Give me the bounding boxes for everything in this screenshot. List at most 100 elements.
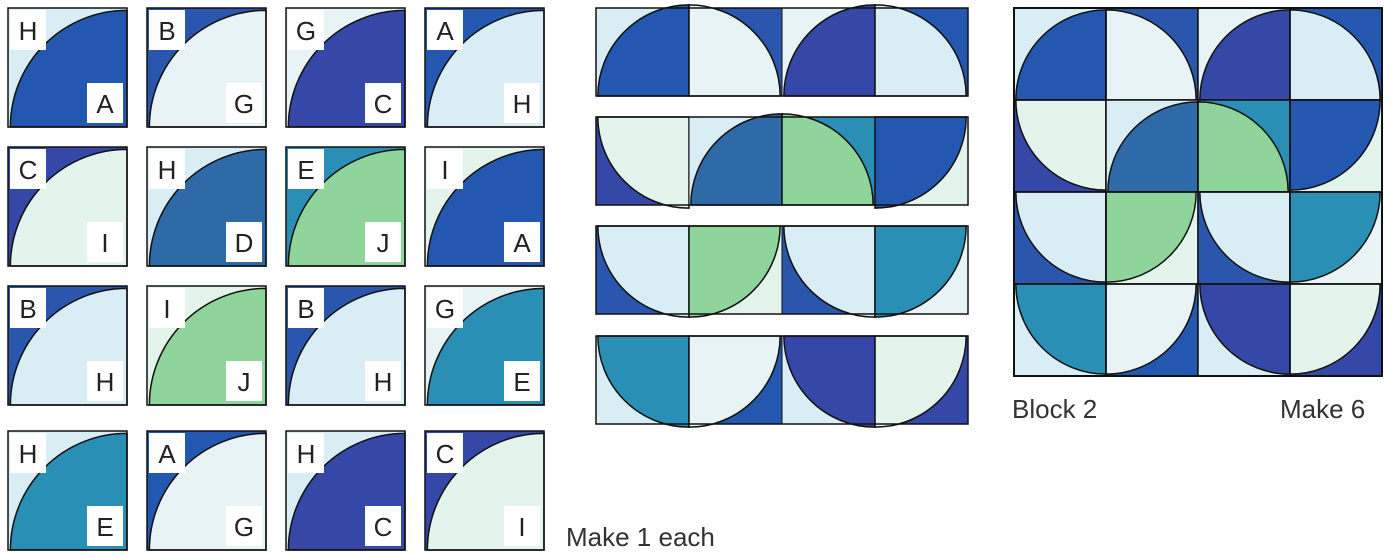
unit-square: HE [8, 431, 127, 550]
patch-outline [1198, 284, 1290, 376]
block-outline [1014, 8, 1382, 376]
patch-outline [1106, 284, 1198, 376]
patch-outline [1198, 8, 1290, 100]
unit-label-br: C [374, 89, 393, 119]
patch-outline [1106, 8, 1198, 100]
patch-background [1198, 192, 1290, 284]
patch-background [1106, 284, 1198, 376]
unit-label-tl: H [19, 439, 38, 469]
unit-label-tl: H [158, 155, 177, 185]
row-patch [596, 226, 689, 317]
patch-background [782, 336, 875, 424]
unit-square: BG [147, 8, 266, 127]
patch-arc [1106, 10, 1196, 100]
patch-arc [689, 226, 780, 317]
patch-arc [1016, 100, 1106, 190]
patch-outline [1014, 8, 1106, 100]
patch-outline [1290, 8, 1382, 100]
patch-arc [689, 5, 780, 96]
unit-square: CI [425, 431, 544, 550]
unit-square: GC [286, 8, 405, 127]
patch-background [875, 8, 968, 96]
patch-outline [1198, 100, 1290, 192]
patch-outline [1014, 284, 1106, 376]
unit-label-tl: G [435, 294, 455, 324]
unit-label-br: C [374, 512, 393, 542]
row-strip [596, 114, 968, 208]
patch-arc [784, 336, 875, 427]
patch-arc [1290, 10, 1380, 100]
patch-arc [1200, 284, 1290, 374]
row-strip [596, 336, 968, 427]
patch-outline [1290, 284, 1382, 376]
patch-background [875, 226, 968, 314]
patch-arc [1200, 192, 1290, 282]
unit-label-br: A [513, 228, 531, 258]
block-patch [1106, 8, 1198, 100]
row-outline [596, 226, 968, 314]
patch-background [1014, 192, 1106, 284]
patch-arc [1198, 102, 1288, 192]
patch-arc [689, 336, 780, 427]
patch-arc [1016, 192, 1106, 282]
row-patch [875, 5, 968, 96]
block-patch [1106, 192, 1198, 284]
block-patch [1198, 284, 1290, 376]
unit-square: CI [8, 147, 127, 266]
patch-arc [875, 117, 966, 208]
unit-label-tl: G [296, 16, 316, 46]
patch-arc [1108, 102, 1198, 192]
patch-arc [782, 114, 873, 205]
patch-outline [1014, 192, 1106, 284]
patch-arc [598, 5, 689, 96]
patch-background [875, 336, 968, 424]
unit-label-tl: B [297, 294, 314, 324]
row-patch [782, 114, 875, 205]
block-patch [1014, 192, 1106, 284]
unit-square: BH [8, 286, 127, 405]
patch-background [1290, 8, 1382, 100]
unit-square: HD [147, 147, 266, 266]
block-patch [1014, 100, 1106, 192]
unit-label-br: E [96, 512, 113, 542]
patch-outline [1290, 192, 1382, 284]
patch-outline [1198, 192, 1290, 284]
row-patch [875, 226, 968, 317]
unit-label-tl: A [436, 16, 454, 46]
unit-label-tl: B [158, 16, 175, 46]
block-patch [1198, 8, 1290, 100]
patch-background [1290, 100, 1382, 192]
unit-label-br: J [238, 367, 251, 397]
unit-label-tl: H [297, 439, 316, 469]
patch-arc [598, 117, 689, 208]
unit-label-tl: H [19, 16, 38, 46]
row-patch [782, 336, 875, 427]
row-patch [596, 117, 689, 208]
patch-background [1290, 284, 1382, 376]
unit-square: IJ [147, 286, 266, 405]
make-count-caption: Make 6 [1280, 394, 1365, 425]
patch-background [782, 8, 875, 96]
patch-background [596, 117, 689, 205]
row-patch [689, 114, 782, 205]
block-patch [1106, 100, 1198, 192]
unit-label-br: H [96, 367, 115, 397]
unit-label-br: H [374, 367, 393, 397]
patch-outline [1290, 100, 1382, 192]
row-patch [689, 5, 782, 96]
patch-arc [1290, 284, 1380, 374]
unit-label-br: H [513, 89, 532, 119]
block-name-caption: Block 2 [1012, 394, 1097, 425]
row-patch [782, 226, 875, 317]
patch-arc [1290, 192, 1380, 282]
block-patch [1014, 8, 1106, 100]
patch-background [689, 8, 782, 96]
unit-label-tl: B [19, 294, 36, 324]
unit-square: BH [286, 286, 405, 405]
unit-square: HA [8, 8, 127, 127]
row-patch [596, 336, 689, 427]
patch-background [596, 8, 689, 96]
block-patch [1198, 100, 1290, 192]
row-patch [875, 117, 968, 208]
block-patch [1290, 100, 1382, 192]
